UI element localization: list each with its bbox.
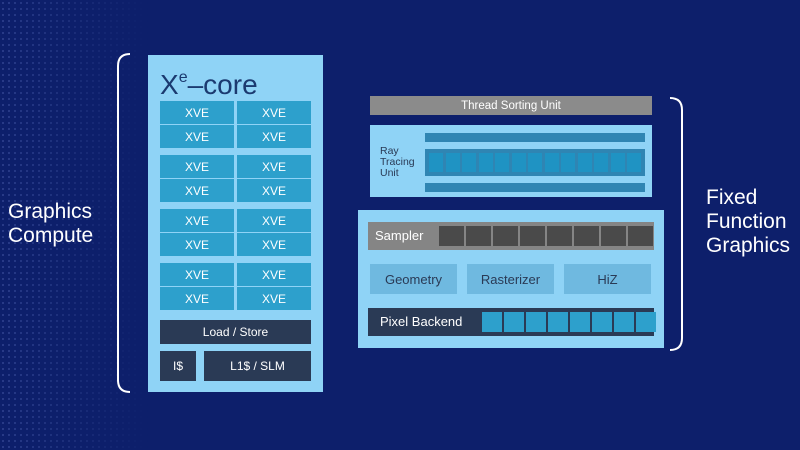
ray-tracing-label-line2: Tracing (380, 156, 415, 168)
ray-tracing-bottom-bar (425, 183, 645, 192)
ray-tracing-cell (577, 153, 592, 172)
ray-tracing-cell (544, 153, 559, 172)
fixed-function-line2: Function (706, 210, 787, 233)
ray-tracing-cell (445, 153, 460, 172)
hiz-block: HiZ (564, 264, 651, 294)
pixel-backend-cell (482, 312, 502, 332)
xve-unit: XVE (160, 155, 234, 178)
sampler-label: Sampler (375, 228, 424, 243)
ray-tracing-unit-label: Ray Tracing Unit (380, 146, 420, 179)
ray-tracing-cell (478, 153, 493, 172)
xve-unit: XVE (237, 155, 311, 178)
sampler-block: Sampler (368, 222, 654, 250)
sampler-cell (466, 226, 491, 246)
geometry-block: Geometry (370, 264, 457, 294)
left-bracket-icon (117, 53, 131, 393)
pixel-backend-cell (614, 312, 634, 332)
ray-tracing-cell (511, 153, 526, 172)
dot-pattern-decoration (0, 0, 150, 450)
sampler-cell (493, 226, 518, 246)
ray-tracing-top-bar (425, 133, 645, 142)
xve-unit: XVE (237, 263, 311, 286)
xve-unit: XVE (237, 125, 311, 148)
right-bracket-icon (669, 97, 683, 351)
ray-tracing-label-line3: Unit (380, 167, 399, 179)
sampler-cell (628, 226, 653, 246)
sampler-cell (439, 226, 464, 246)
instruction-cache-block: I$ (160, 351, 196, 381)
pixel-backend-cell (570, 312, 590, 332)
ray-tracing-cell (594, 153, 608, 172)
ray-tracing-cell (561, 153, 575, 172)
sampler-cell (520, 226, 545, 246)
rasterizer-block: Rasterizer (467, 264, 554, 294)
xve-unit: XVE (237, 287, 311, 310)
fixed-function-line1: Fixed (706, 186, 758, 209)
ray-tracing-middle-bar (425, 149, 645, 176)
pixel-backend-cell (526, 312, 546, 332)
sampler-cell (547, 226, 572, 246)
ray-tracing-cell (495, 153, 509, 172)
graphics-compute-line1: Graphics (8, 200, 93, 223)
xve-unit: XVE (160, 101, 234, 124)
ray-tracing-cell (462, 153, 476, 172)
ray-tracing-cell (610, 153, 625, 172)
fixed-function-graphics-label: Fixed Function Graphics (706, 186, 790, 258)
pixel-backend-cell (504, 312, 524, 332)
xve-unit: XVE (160, 233, 234, 256)
sampler-cell (601, 226, 626, 246)
load-store-block: Load / Store (160, 320, 311, 344)
xve-unit: XVE (237, 233, 311, 256)
fixed-function-line3: Graphics (706, 234, 791, 257)
pixel-backend-cell (636, 312, 656, 332)
ray-tracing-cell (528, 153, 542, 172)
xve-unit: XVE (237, 101, 311, 124)
graphics-compute-label: Graphics Compute (8, 200, 93, 248)
xve-unit: XVE (237, 179, 311, 202)
pixel-backend-block: Pixel Backend (368, 308, 656, 336)
ray-tracing-cell (429, 153, 443, 172)
xve-unit: XVE (160, 209, 234, 232)
xve-unit: XVE (160, 125, 234, 148)
pixel-backend-cell (548, 312, 568, 332)
xve-unit: XVE (160, 263, 234, 286)
pixel-backend-cell (592, 312, 612, 332)
ray-tracing-unit-panel: Ray Tracing Unit (370, 125, 652, 197)
l1-slm-block: L1$ / SLM (204, 351, 311, 381)
xve-unit: XVE (160, 179, 234, 202)
thread-sorting-unit: Thread Sorting Unit (370, 96, 652, 115)
graphics-compute-line2: Compute (8, 224, 94, 247)
sampler-cell (574, 226, 599, 246)
fixed-function-panel: Sampler Geometry Rasterizer HiZ Pixel Ba… (358, 210, 664, 348)
ray-tracing-cell (627, 153, 641, 172)
xe-core-title: Xe–core (160, 69, 258, 100)
ray-tracing-label-line1: Ray (380, 145, 399, 157)
xve-unit: XVE (160, 287, 234, 310)
xve-unit: XVE (237, 209, 311, 232)
pixel-backend-label: Pixel Backend (380, 314, 463, 329)
